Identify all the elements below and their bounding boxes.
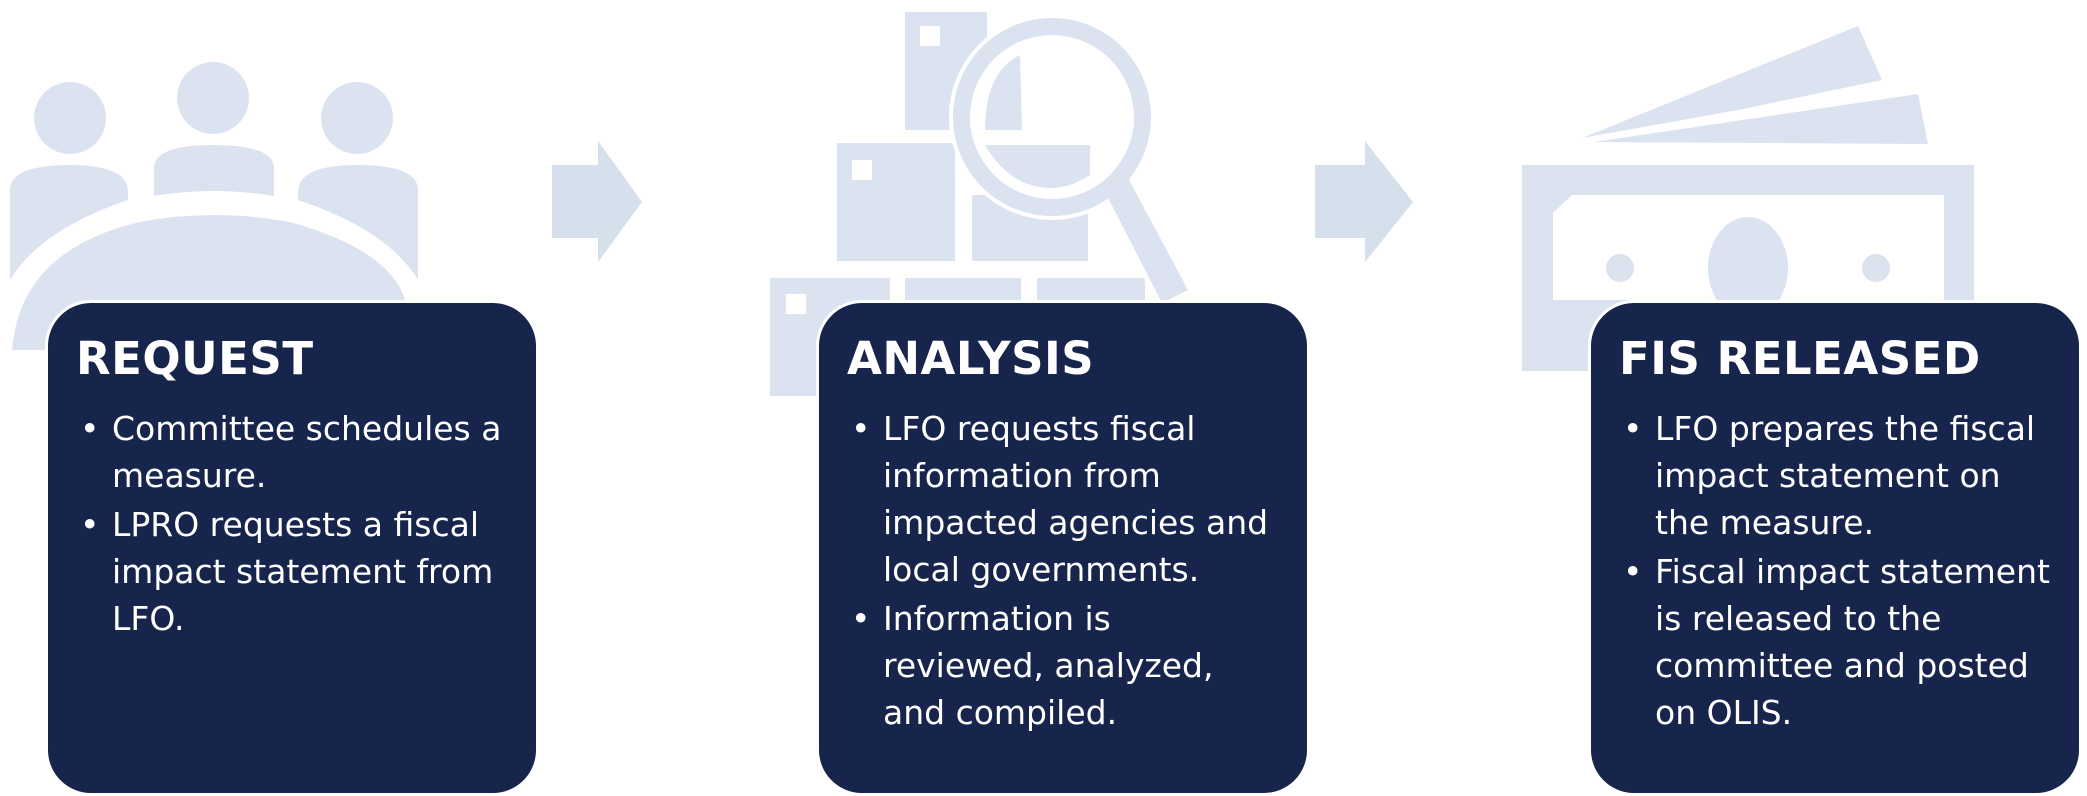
bullet-text: LPRO requests a fiscal impact statement … (112, 505, 494, 638)
bullet-icon: • (80, 409, 100, 448)
bullet-item: • LFO requests fiscal information from i… (847, 405, 1279, 593)
bullet-icon: • (80, 505, 100, 544)
step-bullet-list: • LFO prepares the fiscal impact stateme… (1619, 405, 2051, 736)
right-arrow-icon (552, 141, 642, 262)
step-title: ANALYSIS (847, 332, 1095, 385)
bullet-text: Committee schedules a measure. (112, 409, 502, 495)
step-card-analysis: ANALYSIS • LFO requests fiscal informati… (816, 300, 1310, 796)
bullet-icon: • (851, 599, 871, 638)
bullet-item: • Fiscal impact statement is released to… (1619, 548, 2051, 736)
bullet-text: LFO prepares the fiscal impact statement… (1655, 409, 2036, 542)
bullet-icon: • (851, 409, 871, 448)
step-title: FIS RELEASED (1619, 332, 1981, 385)
step-card-request: REQUEST • Committee schedules a measure.… (45, 300, 539, 796)
step-bullet-list: • Committee schedules a measure. • LPRO … (76, 405, 508, 642)
bullet-item: • Information is reviewed, analyzed, and… (847, 595, 1279, 736)
bullet-text: Fiscal impact statement is released to t… (1655, 552, 2050, 732)
bullet-item: • LFO prepares the fiscal impact stateme… (1619, 405, 2051, 546)
step-title: REQUEST (76, 332, 314, 385)
bullet-item: • Committee schedules a measure. (76, 405, 508, 499)
right-arrow-icon (1315, 141, 1413, 262)
bullet-text: Information is reviewed, analyzed, and c… (883, 599, 1214, 732)
bullet-icon: • (1623, 409, 1643, 448)
bullet-item: • LPRO requests a fiscal impact statemen… (76, 501, 508, 642)
step-bullet-list: • LFO requests fiscal information from i… (847, 405, 1279, 736)
bullet-text: LFO requests fiscal information from imp… (883, 409, 1269, 589)
step-card-fis-released: FIS RELEASED • LFO prepares the fiscal i… (1588, 300, 2082, 796)
bullet-icon: • (1623, 552, 1643, 591)
